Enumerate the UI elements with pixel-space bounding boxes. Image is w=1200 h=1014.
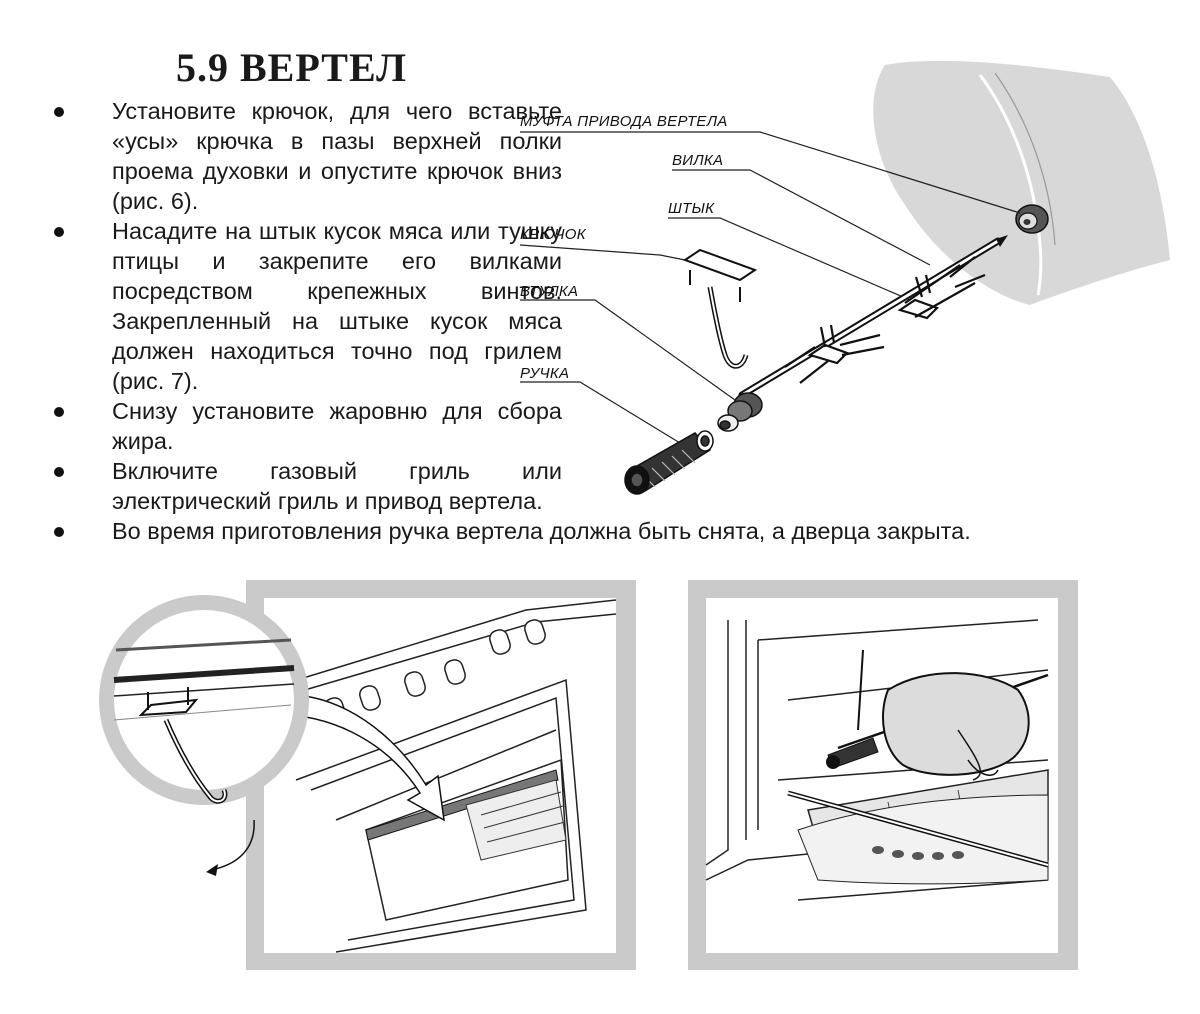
bullet-dot-icon [54,407,64,417]
bullet-dot-icon [54,107,64,117]
label-spit: ШТЫК [668,200,715,217]
bushing-icon [717,392,763,432]
label-fork: ВИЛКА [672,152,724,169]
label-coupling: МУФТА ПРИВОДА ВЕРТЕЛА [520,113,728,130]
instruction-text: Установите крючок, для чего вставьте «ус… [112,98,562,214]
rotisserie-parts-illustration [519,60,1170,495]
handle-icon [826,649,879,769]
fork-icon [784,324,885,384]
spit-icon [738,235,1008,399]
roasting-figure [688,580,1078,970]
list-item: Установите крючок, для чего вставьте «ус… [54,96,562,216]
rotate-arrow-icon [210,819,255,871]
label-bushing: ВТУЛКА [520,283,579,300]
hook-installation-figure [99,580,636,970]
list-item: Включите газовый гриль или электрический… [54,456,562,516]
hook-icon [682,248,758,369]
section-title: 5.9 ВЕРТЕЛ [176,45,407,90]
handle-icon [624,430,714,495]
list-item: Насадите на штык кусок мяса или тушку пт… [54,216,562,396]
instruction-text: Насадите на штык кусок мяса или тушку пт… [112,218,562,394]
oven-wall-shape [873,60,1170,306]
instruction-text: Во время приготовления ручка вертела дол… [112,518,971,544]
label-handle: РУЧКА [520,365,570,382]
fork-icon [897,256,986,320]
bullet-dot-icon [54,227,64,237]
instruction-text: Снизу установите жаровню для сбора жира. [112,398,562,454]
chicken-icon [882,672,1030,781]
bullet-dot-icon [54,527,64,537]
list-item: Снизу установите жаровню для сбора жира. [54,396,562,456]
instruction-text: Включите газовый гриль или электрический… [112,458,562,514]
instruction-list: Установите крючок, для чего вставьте «ус… [54,96,1152,546]
list-item: Во время приготовления ручка вертела дол… [54,516,1152,546]
magnifier-detail [99,595,309,805]
label-hook: КРЮЧОК [520,226,586,243]
bullet-dot-icon [54,467,64,477]
coupling-icon [1015,204,1049,234]
